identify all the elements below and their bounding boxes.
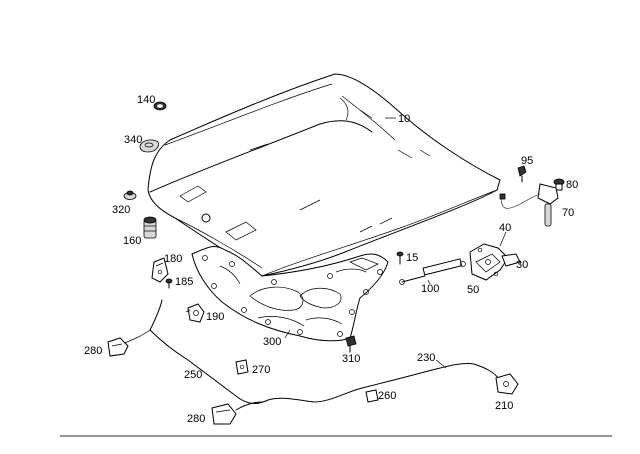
label-270: 270 — [252, 364, 270, 376]
label-70: 70 — [562, 207, 574, 219]
label-180: 180 — [164, 253, 182, 265]
washer-cap[interactable] — [553, 178, 565, 191]
release-handle-upper[interactable] — [107, 337, 129, 357]
screw[interactable] — [165, 278, 173, 289]
label-260: 260 — [378, 390, 396, 402]
label-230: 230 — [417, 352, 435, 364]
small-screw[interactable] — [396, 251, 404, 265]
release-handle-lower[interactable] — [211, 401, 263, 425]
label-30: 30 — [516, 259, 528, 271]
cable-holder[interactable] — [365, 389, 379, 403]
grommet[interactable] — [139, 139, 159, 153]
hood-hinge[interactable] — [469, 243, 521, 281]
label-250: 250 — [184, 369, 202, 381]
label-340: 340 — [124, 134, 142, 146]
label-80: 80 — [566, 179, 578, 191]
label-280b: 280 — [187, 413, 205, 425]
label-10: 10 — [398, 113, 410, 125]
label-185: 185 — [175, 276, 193, 288]
label-50: 50 — [467, 284, 479, 296]
hood-insulation-mat[interactable] — [191, 246, 389, 342]
hood-buffer[interactable] — [143, 216, 157, 239]
seal-ring[interactable] — [153, 101, 167, 111]
label-300: 300 — [263, 336, 281, 348]
label-160: 160 — [123, 235, 141, 247]
label-140: 140 — [137, 94, 155, 106]
cable-clip[interactable] — [235, 359, 249, 375]
hood-lock[interactable] — [495, 373, 519, 395]
hood-contact-switch[interactable] — [499, 183, 559, 227]
leader-230 — [435, 359, 447, 369]
label-210: 210 — [495, 400, 513, 412]
latch-bracket[interactable] — [151, 257, 169, 283]
label-100: 100 — [421, 283, 439, 295]
label-95: 95 — [521, 155, 533, 167]
leader-300 — [284, 329, 291, 339]
hood-latch[interactable] — [185, 303, 205, 323]
clip[interactable] — [517, 165, 527, 183]
rubber-bumper[interactable] — [123, 190, 137, 200]
label-310: 310 — [342, 353, 360, 365]
retainer-clip[interactable] — [345, 335, 357, 353]
label-15: 15 — [406, 252, 418, 264]
label-280a: 280 — [84, 345, 102, 357]
label-40: 40 — [499, 222, 511, 234]
leader-40 — [499, 231, 507, 247]
label-320: 320 — [112, 204, 130, 216]
gas-strut[interactable] — [399, 258, 466, 285]
leader-100 — [427, 279, 431, 285]
hood-panel[interactable] — [147, 73, 501, 277]
label-190: 190 — [206, 311, 224, 323]
